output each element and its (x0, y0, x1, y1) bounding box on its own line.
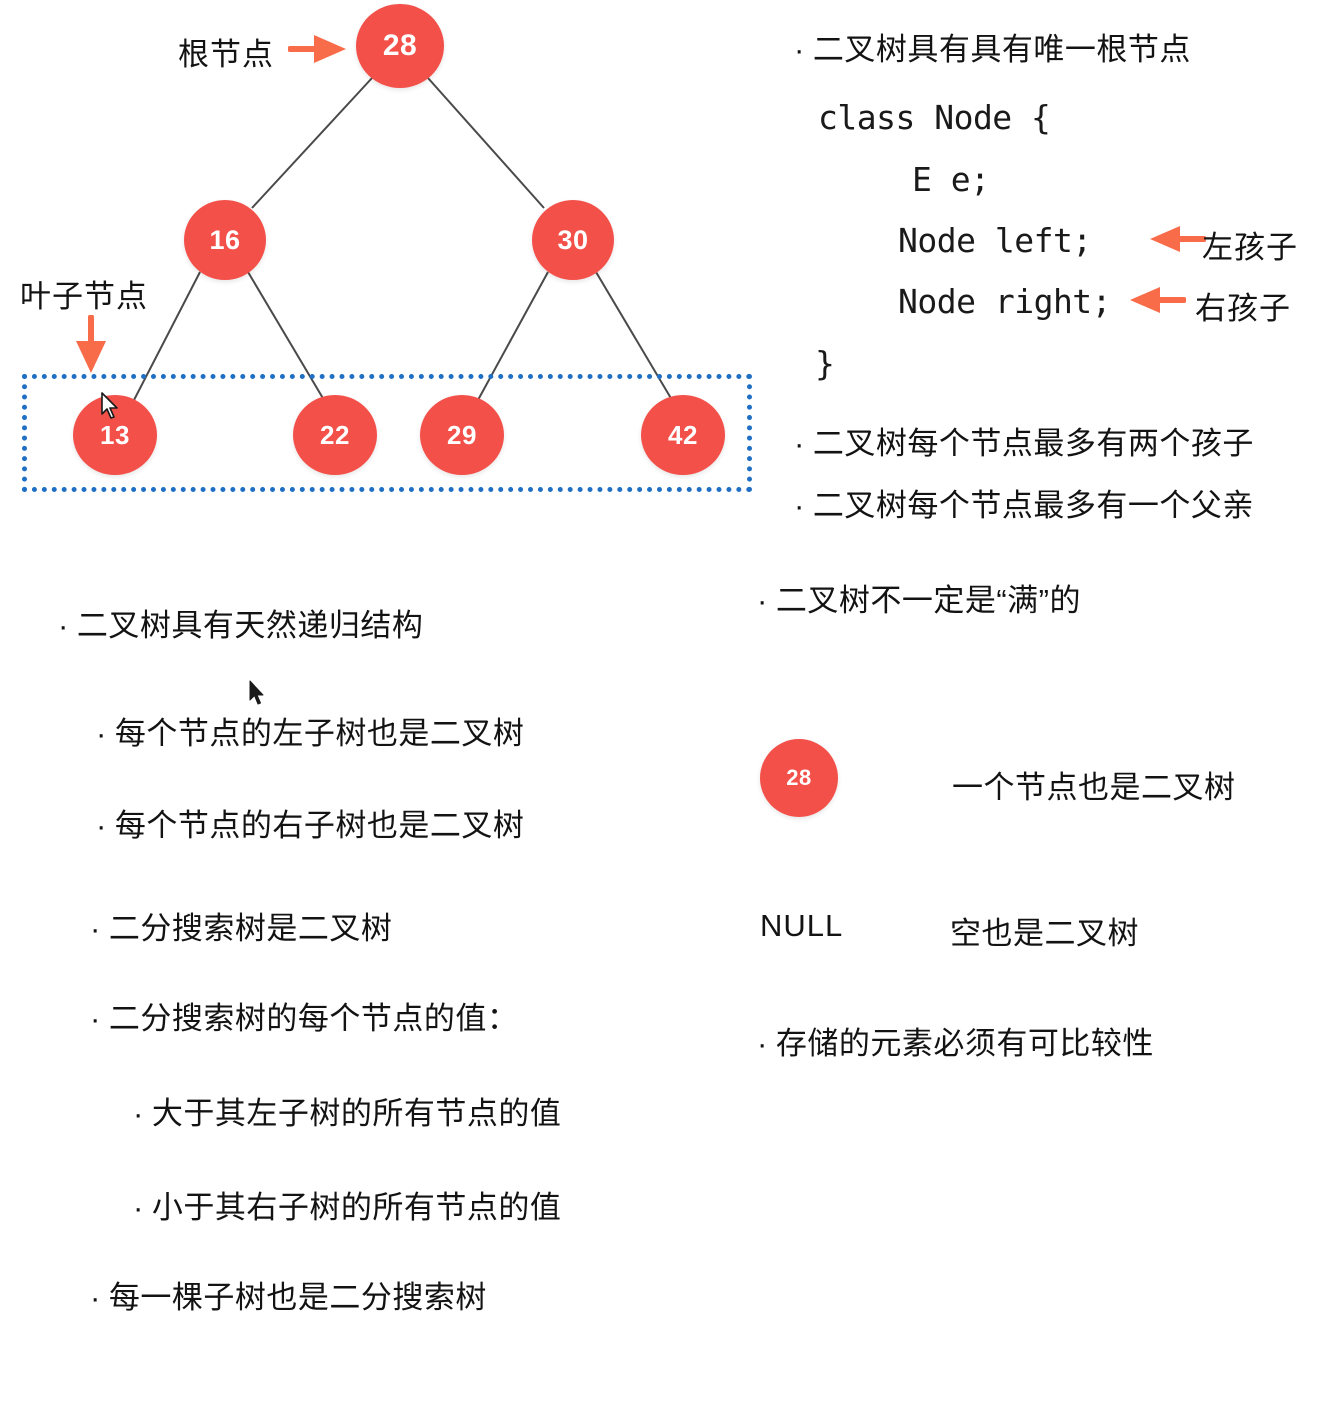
mouse-cursor-icon-secondary (249, 680, 264, 705)
bullet-dot-icon: · (96, 716, 107, 751)
bullet-unique-root: · 二叉树具有具有唯一根节点 (794, 24, 1191, 69)
bullet-text: 大于其左子树的所有节点的值 (151, 1096, 562, 1131)
left-bullet-7: · 每一棵子树也是二分搜索树 (90, 1272, 487, 1317)
tree-node-value: 30 (557, 224, 589, 255)
bullet-text: 每个节点的右子树也是二叉树 (114, 808, 525, 843)
bullet-dot-icon: · (794, 488, 805, 523)
bullet-one-parent: · 二叉树每个节点最多有一个父亲 (794, 480, 1254, 525)
bullet-text: 二叉树具有天然递归结构 (76, 608, 424, 643)
tree-node-root[interactable]: 28 (356, 4, 444, 88)
bullet-dot-icon: · (794, 426, 805, 461)
bullet-text: 二叉树每个节点最多有一个父亲 (812, 488, 1254, 523)
left-bullet-3: · 二分搜索树是二叉树 (90, 903, 392, 948)
bullet-text: 存储的元素必须有可比较性 (775, 1026, 1154, 1061)
bullet-text: 每一棵子树也是二分搜索树 (108, 1280, 487, 1315)
left-bullet-0: · 二叉树具有天然递归结构 (58, 600, 423, 645)
tree-node-value: 28 (382, 29, 418, 62)
bullet-text: 每个节点的左子树也是二叉树 (114, 716, 525, 751)
code-line-field-left: Node left; (898, 221, 1092, 260)
tree-node-value: 28 (786, 765, 812, 790)
bullet-dot-icon: · (58, 608, 69, 643)
tree-node-22[interactable]: 22 (293, 395, 377, 475)
code-line-field-e: E e; (912, 160, 990, 199)
leaf-nodes-highlight-box (22, 374, 752, 492)
single-node-note: 一个节点也是二叉树 (952, 770, 1236, 805)
bullet-dot-icon: · (90, 1280, 101, 1315)
leaf-node-label: 叶子节点 (20, 279, 148, 314)
null-note: 空也是二叉树 (950, 916, 1139, 951)
bullet-text: 二分搜索树的每个节点的值： (108, 1001, 519, 1036)
left-child-note: 左孩子 (1202, 230, 1298, 265)
bullet-dot-icon: · (794, 32, 805, 67)
bullet-text: 二分搜索树是二叉树 (108, 911, 393, 946)
right-child-note: 右孩子 (1195, 291, 1291, 326)
bullet-not-full: · 二叉树不一定是“满”的 (757, 575, 1081, 620)
code-line-class-node: class Node { (818, 98, 1051, 137)
left-child-arrow-icon (1150, 226, 1206, 252)
right-child-arrow-icon (1130, 287, 1186, 313)
bullet-dot-icon: · (96, 808, 107, 843)
bullet-dot-icon: · (90, 1001, 101, 1036)
tree-node-value: 16 (209, 224, 241, 255)
left-bullet-6: · 小于其右子树的所有节点的值 (133, 1182, 561, 1227)
bullet-dot-icon: · (133, 1096, 144, 1131)
left-bullet-5: · 大于其左子树的所有节点的值 (133, 1088, 561, 1133)
bullet-comparable: · 存储的元素必须有可比较性 (757, 1018, 1154, 1063)
bullet-two-children: · 二叉树每个节点最多有两个孩子 (794, 418, 1254, 463)
left-bullet-1: · 每个节点的左子树也是二叉树 (96, 708, 524, 753)
left-bullet-4: · 二分搜索树的每个节点的值： (90, 993, 518, 1038)
binary-tree-diagram: 28 16 30 13 22 29 42 根节点 叶子节点 (0, 0, 780, 510)
bullet-text: 二叉树不一定是“满”的 (775, 583, 1081, 618)
tree-node-29[interactable]: 29 (420, 395, 504, 475)
mouse-cursor-icon (101, 392, 118, 419)
bullet-dot-icon: · (757, 583, 768, 618)
tree-node-value: 29 (447, 419, 477, 450)
tree-edges (133, 77, 673, 401)
bullet-text: 小于其右子树的所有节点的值 (151, 1190, 562, 1225)
bullet-dot-icon: · (757, 1026, 768, 1061)
bullet-dot-icon: · (133, 1190, 144, 1225)
leaf-pointer-arrow-icon (76, 315, 106, 373)
tree-node-16[interactable]: 16 (184, 200, 266, 280)
bullet-dot-icon: · (90, 911, 101, 946)
tree-node-30[interactable]: 30 (532, 200, 614, 280)
tree-node-42[interactable]: 42 (641, 395, 725, 475)
left-bullet-2: · 每个节点的右子树也是二叉树 (96, 800, 524, 845)
single-node-example[interactable]: 28 (760, 739, 838, 817)
tree-node-value: 13 (100, 419, 130, 450)
tree-node-value: 42 (668, 419, 698, 450)
bullet-text: 二叉树具有具有唯一根节点 (812, 32, 1191, 67)
bullet-text: 二叉树每个节点最多有两个孩子 (812, 426, 1254, 461)
tree-node-value: 22 (320, 419, 350, 450)
code-line-close-brace: } (815, 344, 835, 383)
code-line-field-right: Node right; (898, 282, 1112, 321)
root-pointer-arrow-icon (288, 35, 346, 63)
null-label: NULL (760, 908, 844, 943)
root-node-label: 根节点 (178, 37, 274, 72)
